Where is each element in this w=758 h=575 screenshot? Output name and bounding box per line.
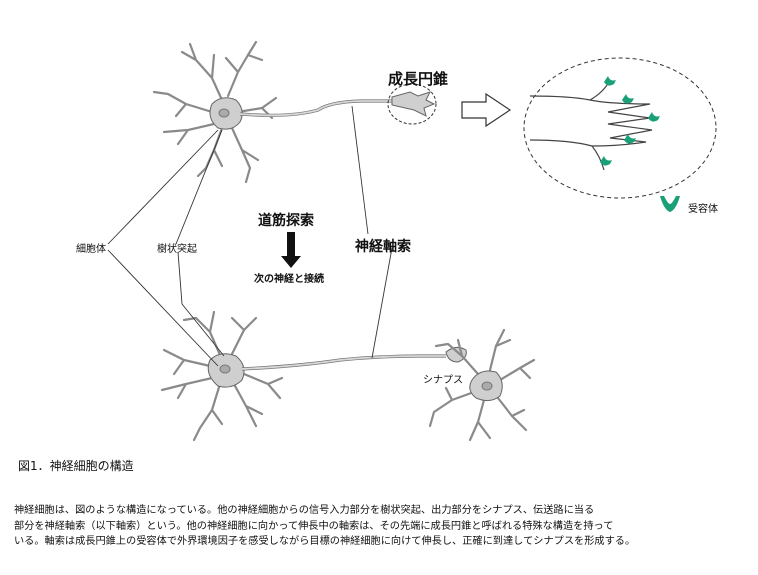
neuron-right (428, 328, 536, 442)
figure-caption: 図1．神経細胞の構造 (18, 459, 134, 473)
growth-cone-zoom (523, 57, 717, 199)
label-connect-next: 次の神経と接続 (254, 274, 324, 285)
neuron-top (152, 40, 437, 184)
label-growth-cone: 成長円錐 (388, 70, 449, 88)
neuron-structure-diagram (107, 40, 717, 442)
description-line: いる。軸索は成長円錐上の受容体で外界環境因子を感受しながら目標の神経細胞に向けて… (14, 536, 636, 547)
label-receptor: 受容体 (688, 204, 718, 215)
down-arrow-icon (281, 232, 301, 268)
label-synapse: シナプス (423, 375, 463, 386)
label-dendrite: 樹状突起 (157, 244, 197, 255)
zoom-arrow (461, 92, 512, 128)
neuron-bottom (160, 310, 467, 442)
description-paragraph: 神経細胞は、図のような構造になっている。他の神経細胞からの信号入力部分を樹状突起… (14, 503, 749, 550)
label-axon: 神経軸索 (355, 239, 411, 255)
description-line: 部分を神経軸索（以下軸索）という。他の神経細胞に向かって伸長中の軸索は、その先端… (14, 520, 614, 532)
description-line: 神経細胞は、図のような構造になっている。他の神経細胞からの信号入力部分を樹状突起… (14, 505, 595, 516)
leader-lines (107, 105, 393, 367)
receptor-legend-icon (660, 196, 680, 212)
label-cell-body: 細胞体 (76, 244, 106, 255)
label-path-finding: 道筋探索 (258, 213, 314, 229)
